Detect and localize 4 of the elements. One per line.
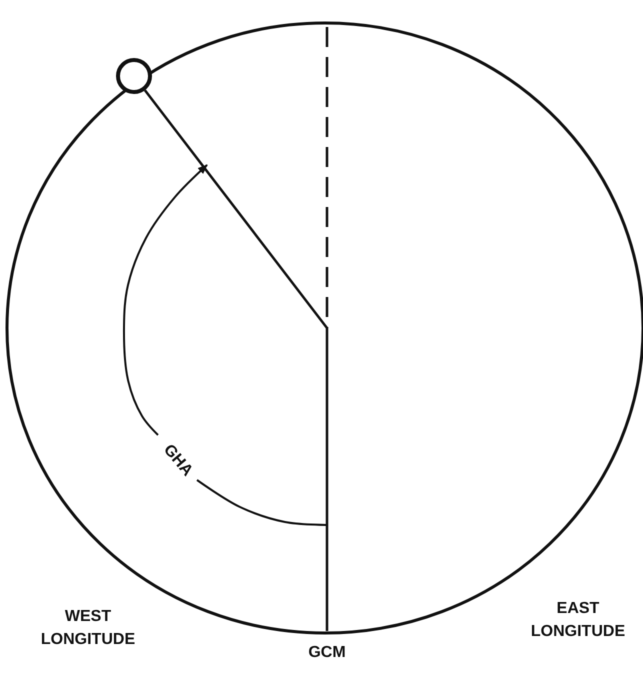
- region-label: WEST LONGITUDE: [40, 607, 136, 650]
- meridian-label: GCM: [307, 642, 347, 662]
- region-label: EAST LONGITUDE: [530, 599, 626, 642]
- celestial-body-marker: [116, 58, 152, 94]
